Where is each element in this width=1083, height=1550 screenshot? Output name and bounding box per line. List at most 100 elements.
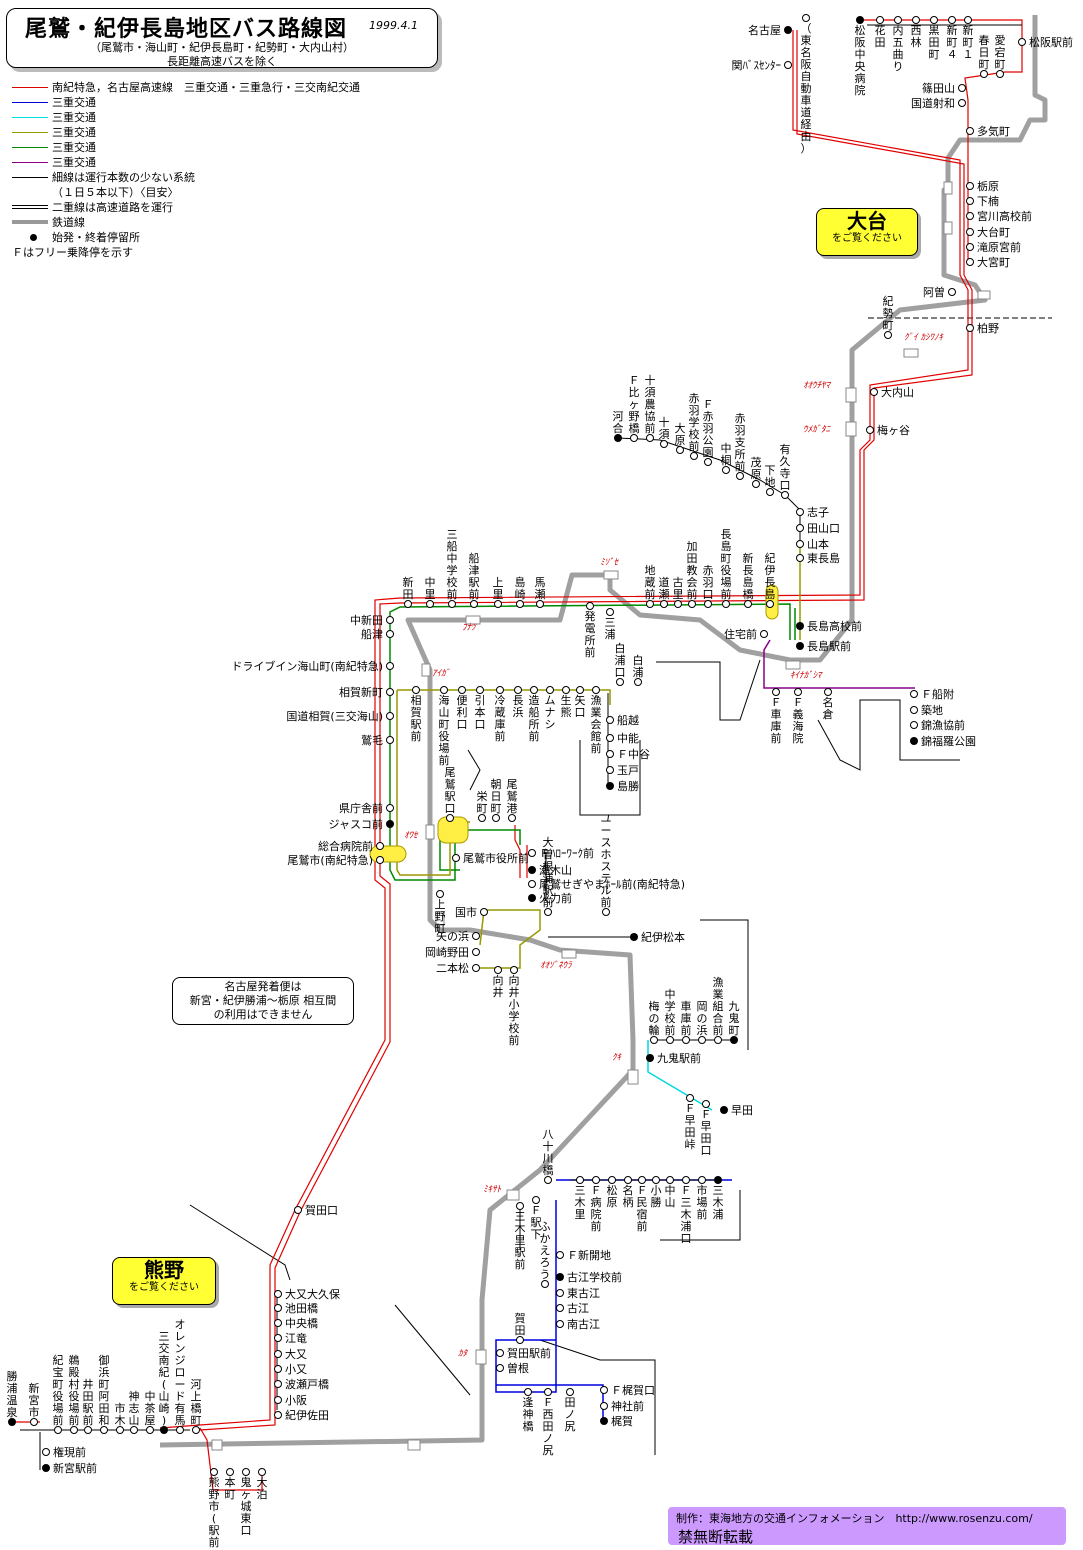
terminal-stop-dot (606, 782, 614, 790)
stop-label-kokuichi: 国市 (455, 905, 477, 919)
map-title: 尾鷲・紀伊長島地区バス路線図 (25, 17, 348, 42)
stop-label-nakano: 中能 (617, 731, 639, 745)
stop-label-akaba-branch: 赤羽支所前 (735, 412, 746, 473)
bus-stop-dot (714, 1036, 722, 1044)
stop-label-nagashima-hs: 長島高校前 (807, 619, 862, 633)
stop-label-nakatani: Ｆ中谷 (617, 748, 650, 761)
stop-label-omata: 大又 (285, 1347, 307, 1361)
bus-stop-dot (510, 966, 518, 974)
bus-stop-dot (516, 1202, 524, 1210)
stop-label-reizo: 冷蔵庫前 (495, 694, 506, 743)
stop-label-jusu: 十須 (659, 415, 670, 441)
stop-label-hatsuden: 発電所前 (585, 609, 596, 659)
stop-label-kokudo-aiga: 国道相賀(三交海山) (286, 709, 383, 723)
railway-station-label: ﾐｿﾞｾ (600, 557, 620, 568)
bus-stop-dot (532, 1196, 540, 1204)
stop-label-sekigahara: 関ﾊﾞｽｾﾝﾀｰ (732, 59, 782, 72)
bus-stop-dot (528, 849, 536, 857)
bus-stop-dot (606, 716, 614, 724)
stop-label-nihonmatsu: 二本松 (436, 961, 469, 975)
bus-stop-dot (958, 99, 966, 107)
railway-station-label: ｶﾀ (458, 1348, 469, 1359)
stop-label-ichiba: 市場前 (697, 1183, 708, 1221)
terminal-stop-dot (796, 622, 804, 630)
map-date: 1999.4.1 (369, 19, 418, 32)
stop-label-sone: 曽根 (507, 1361, 529, 1375)
bus-stop-dot (772, 688, 780, 696)
stop-label-shishi: 志子 (807, 506, 829, 519)
stop-label-munatsu: ムナシ (545, 694, 556, 731)
bus-stop-dot (606, 608, 614, 616)
stop-label-okanohama: 岡の浜 (697, 1000, 708, 1037)
stop-label-furue-school: 古江学校前 (567, 1270, 622, 1284)
stop-label-kata-eki: 賀田駅前 (507, 1346, 551, 1360)
bus-stop-dot (496, 1349, 504, 1357)
bus-stop-dot (496, 686, 504, 694)
bus-stop-dot (966, 127, 974, 135)
stop-label-shingu-eki: 新宮駅前 (53, 1461, 97, 1475)
stop-label-yaguchi: 矢口 (575, 693, 586, 719)
bus-stop-dot (766, 600, 774, 608)
bus-stop-dot (606, 766, 614, 774)
stop-label-kawakami: 河上橋町 (191, 1378, 202, 1427)
terminal-stop-dot (796, 642, 804, 650)
bus-stop-dot (116, 1426, 124, 1434)
stop-label-hasedo: 波瀬戸橋 (285, 1377, 329, 1391)
stop-label-ikuma: 生熊 (561, 693, 572, 719)
bus-stop-dot (576, 686, 584, 694)
stop-label-minami-furue: 南古江 (567, 1318, 600, 1331)
terminal-stop-dot (730, 1036, 738, 1044)
odai-link-button[interactable]: 大台 をご覧ください (816, 208, 918, 256)
railway-station-label: ｵｵｿﾞﾈｳﾗ (540, 960, 573, 971)
legend-item: Ｆはフリー乗降停を示す (12, 246, 133, 259)
bus-stop-dot (446, 814, 454, 822)
bus-stop-dot (910, 706, 918, 714)
railway-station-label: ｸｷ (612, 1052, 623, 1063)
bus-stop-dot (652, 1176, 660, 1184)
stop-label-chuo: 中央橋 (285, 1316, 318, 1330)
map-subtitle: （尾鷲市・海山町・紀伊長島町・紀勢町・大内山村） (90, 41, 354, 54)
terminal-stop-dot (600, 1417, 608, 1425)
stop-label-funatsu: 船津 (361, 627, 383, 641)
bus-stop-dot (948, 288, 956, 296)
terminal-stop-dot (856, 16, 864, 24)
stop-label-fshinkaiji: Ｆ新開地 (567, 1248, 611, 1262)
bus-stop-dot (698, 1036, 706, 1044)
bus-stop-dot (130, 1426, 138, 1434)
bus-stop-dot (624, 1176, 632, 1184)
bus-stop-dot (930, 16, 938, 24)
stop-label-matsusaka-hosp: 松阪中央病院 (855, 23, 866, 97)
stop-label-nagashima-eki: 長島駅前 (807, 639, 851, 653)
bus-stop-dot (646, 434, 654, 442)
stop-label-shimokusu: 下楠 (977, 194, 999, 208)
stop-label-tochihara: 栃原 (977, 179, 999, 193)
stop-label-nakagiri: 中桐 (721, 442, 732, 467)
stop-label-akaba-park: Ｆ赤羽公園 (703, 398, 714, 459)
stop-label-akaba-school: 赤羽学校前 (689, 392, 700, 453)
bus-stop-dot (704, 458, 712, 466)
stop-label-kamishiyama: 神志山 (129, 1389, 140, 1427)
bus-stop-dot (146, 1426, 154, 1434)
bus-stop-dot (1018, 38, 1026, 46)
bus-stop-dot (650, 1036, 658, 1044)
bus-stop-dot (676, 446, 684, 454)
kumano-link-button[interactable]: 熊野 をご覧ください (112, 1257, 216, 1305)
bus-stop-dot (722, 600, 730, 608)
bus-stop-dot (824, 688, 832, 696)
bus-stop-dot (544, 1388, 552, 1396)
stop-label-owase-hall: 尾鷲せぎやまﾎｰﾙ前(南紀特急) (539, 877, 685, 891)
stop-label-tsukiji: 築地 (921, 703, 943, 717)
stop-label-shimoji: 下地 (765, 464, 776, 489)
bus-stop-dot (966, 258, 974, 266)
stop-label-gikai: Ｆ義海院 (793, 696, 804, 745)
stop-label-shimasaki: 島崎 (515, 575, 526, 601)
bus-stop-dot (458, 686, 466, 694)
terminal-stop-dot (646, 1054, 654, 1062)
stop-label-owase-port: 尾鷲港 (507, 778, 518, 815)
bus-stop-dot (472, 964, 480, 972)
bus-stop-dot (646, 600, 654, 608)
stop-label-furuichi: 古里 (673, 576, 684, 601)
stop-label-kii-nagashima: 紀伊長島 (765, 552, 776, 601)
stop-label-shinmachi4: 新町４ (947, 23, 958, 61)
stop-label-miyagawa-hs: 宮川高校前 (977, 209, 1032, 223)
